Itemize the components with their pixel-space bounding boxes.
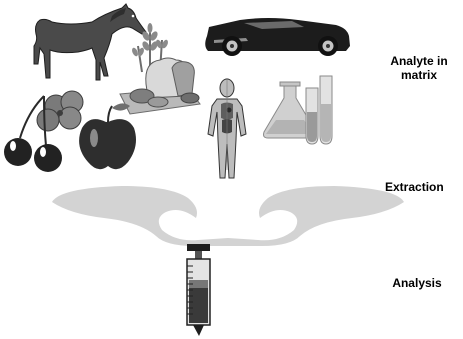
human-body-icon <box>208 78 246 178</box>
syringe-icon <box>187 244 210 336</box>
stage-label-extraction: Extraction <box>385 180 463 194</box>
stage-label-analysis: Analysis <box>382 276 452 290</box>
stage-label-analyte-in-matrix: Analyte in matrix <box>378 54 460 82</box>
apple-icon <box>79 103 136 169</box>
sports-car-icon <box>205 18 350 56</box>
bread-icon <box>120 58 200 114</box>
funnel-arrow-icon <box>52 186 404 246</box>
test-tube-icon <box>306 76 332 144</box>
horse-icon <box>34 4 146 80</box>
